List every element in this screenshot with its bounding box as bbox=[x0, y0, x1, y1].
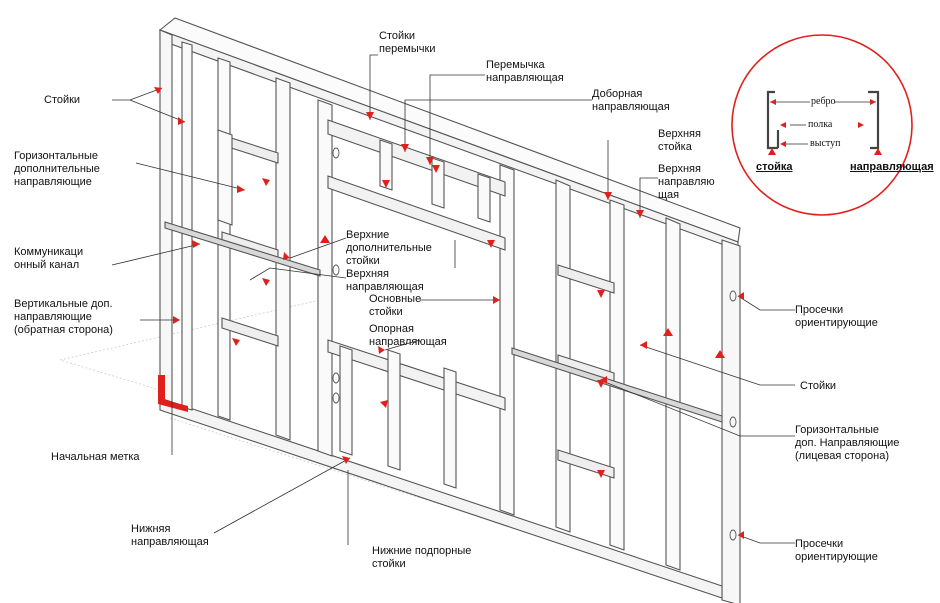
label-top-stud: Верхняя стойка bbox=[658, 128, 701, 153]
label-studs-left: Стойки bbox=[44, 94, 81, 106]
communication-channel bbox=[164, 221, 723, 423]
label-start-mark: Начальная метка bbox=[51, 451, 140, 463]
label-top-guide-middle: Верхняя направляющая bbox=[346, 268, 424, 293]
label-lintel-studs: Стойки перемычки bbox=[379, 30, 436, 55]
label-main-studs: Основные стойки bbox=[369, 293, 422, 318]
inset-label-flange: полка bbox=[808, 119, 833, 130]
arrowheads bbox=[154, 87, 744, 539]
label-orientation-notches-bottom: Просечки ориентирующие bbox=[795, 538, 878, 563]
inset-label-stud: стойка bbox=[756, 161, 793, 173]
label-studs-right: Стойки bbox=[800, 380, 837, 392]
wall-frame bbox=[158, 17, 741, 603]
profile-inset bbox=[731, 34, 913, 216]
label-communication-channel: Коммуникаци онный канал bbox=[14, 246, 84, 271]
label-bottom-support-studs: Нижние подпорные стойки bbox=[372, 545, 472, 570]
inset-label-rib: ребро bbox=[811, 96, 836, 107]
label-horizontal-additional-guides: Горизонтальные дополнительные направляющ… bbox=[14, 150, 100, 188]
window-opening bbox=[327, 119, 506, 489]
leader-lines bbox=[111, 54, 795, 545]
label-orientation-notches-top: Просечки ориентирующие bbox=[795, 304, 878, 329]
label-lintel-guide: Перемычка направляющая bbox=[486, 59, 564, 84]
start-mark bbox=[158, 375, 188, 412]
inset-label-guide: направляющая bbox=[850, 161, 934, 173]
orientation-notches bbox=[332, 147, 737, 541]
label-top-additional-studs: Верхние дополнительные стойки bbox=[346, 229, 432, 267]
inset-label-lip: выступ bbox=[810, 138, 841, 149]
label-top-guide-right: Верхняя направляю щая bbox=[658, 163, 715, 201]
label-bottom-guide: Нижняя направляющая bbox=[131, 523, 209, 548]
label-vertical-additional-guides: Вертикальные доп. направляющие (обратная… bbox=[14, 298, 113, 336]
label-support-guide: Опорная направляющая bbox=[369, 323, 447, 348]
label-additional-guide: Доборная направляющая bbox=[592, 88, 670, 113]
label-horizontal-guides-front: Горизонтальные доп. Направляющие (лицева… bbox=[795, 424, 900, 462]
